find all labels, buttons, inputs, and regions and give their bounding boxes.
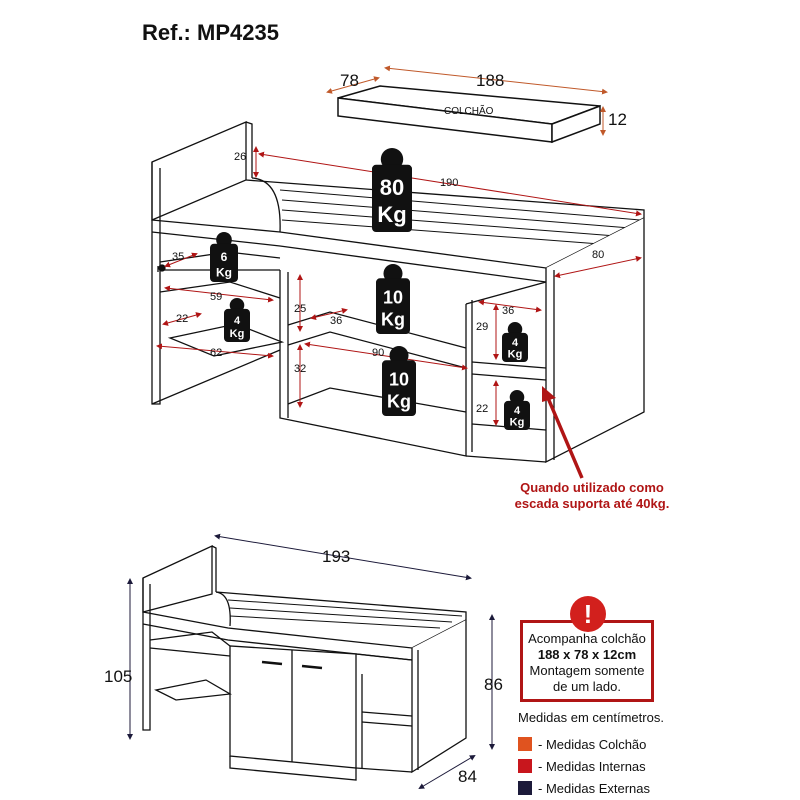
info-line4: de um lado. bbox=[553, 679, 621, 694]
legend: Medidas em centímetros. - Medidas Colchã… bbox=[518, 710, 664, 799]
dim-22-right: 22 bbox=[476, 403, 488, 415]
weight-tag-knob bbox=[380, 148, 404, 171]
weight-tag-knob bbox=[507, 322, 523, 337]
dim-35: 35 bbox=[172, 251, 184, 263]
dim-84: 84 bbox=[458, 767, 477, 786]
legend-swatch-mattress bbox=[518, 737, 532, 751]
weight-tag-value: 4 bbox=[514, 405, 521, 417]
dim-90: 90 bbox=[372, 347, 384, 359]
bed-isometric-top bbox=[151, 121, 645, 464]
weight-tag-unit: Kg bbox=[381, 310, 405, 330]
weight-tag-knob bbox=[229, 298, 245, 313]
ladder-note-line1: Quando utilizado como bbox=[520, 480, 664, 495]
weight-tag-unit: Kg bbox=[510, 417, 525, 429]
weight-tag-body bbox=[372, 164, 412, 232]
weight-tag-body bbox=[382, 360, 416, 416]
page-title: Ref.: MP4235 bbox=[142, 20, 279, 45]
dim-190: 190 bbox=[440, 177, 458, 189]
dim-36-centre: 36 bbox=[330, 315, 342, 327]
weight-tag-unit: Kg bbox=[508, 349, 523, 361]
legend-heading: Medidas em centímetros. bbox=[518, 710, 664, 725]
dim-193: 193 bbox=[322, 547, 350, 566]
dim-80: 80 bbox=[592, 249, 604, 261]
legend-label-internal: - Medidas Internas bbox=[538, 758, 646, 774]
legend-label-mattress: - Medidas Colchão bbox=[538, 736, 647, 752]
info-line2: 188 x 78 x 12cm bbox=[537, 647, 637, 662]
info-line1: Acompanha colchão bbox=[528, 631, 646, 646]
weight-tag-body bbox=[224, 308, 250, 342]
dim-26: 26 bbox=[234, 151, 246, 163]
ladder-note-line2: escada suporta até 40kg. bbox=[514, 496, 670, 511]
mattress-info-box: Acompanha colchão 188 x 78 x 12cm Montag… bbox=[520, 620, 654, 702]
bed-isometric-bottom bbox=[142, 544, 467, 781]
weight-tag-body bbox=[376, 278, 410, 334]
weight-tag-knob bbox=[509, 390, 525, 405]
weight-tag-body bbox=[502, 332, 528, 362]
dim-32: 32 bbox=[294, 363, 306, 375]
dim-25: 25 bbox=[294, 303, 306, 315]
weight-tag-value: 4 bbox=[512, 337, 519, 349]
legend-item-external: - Medidas Externas bbox=[518, 777, 664, 799]
weight-tag: 4Kg bbox=[504, 390, 530, 430]
dim-86: 86 bbox=[484, 675, 503, 694]
weight-tag-unit: Kg bbox=[230, 328, 245, 340]
weight-tag-value: 10 bbox=[389, 369, 409, 389]
legend-item-internal: - Medidas Internas bbox=[518, 755, 664, 777]
weight-tag: 6Kg bbox=[210, 232, 238, 282]
dim-29: 29 bbox=[476, 321, 488, 333]
dim-36-right: 36 bbox=[502, 305, 514, 317]
weight-tag-unit: Kg bbox=[377, 202, 406, 227]
weight-tag: 4Kg bbox=[502, 322, 528, 362]
exclamation-icon: ! bbox=[570, 596, 606, 632]
dim-62: 62 bbox=[210, 347, 222, 359]
legend-swatch-external bbox=[518, 781, 532, 795]
dim-105: 105 bbox=[104, 667, 132, 686]
dim-22-left: 22 bbox=[176, 313, 188, 325]
mattress-depth-dim: 78 bbox=[340, 71, 359, 90]
legend-item-mattress: - Medidas Colchão bbox=[518, 733, 664, 755]
legend-label-external: - Medidas Externas bbox=[538, 780, 650, 796]
legend-swatch-internal bbox=[518, 759, 532, 773]
dim-59: 59 bbox=[210, 291, 222, 303]
mattress-height-dim: 12 bbox=[608, 110, 627, 129]
mattress-length-dim: 188 bbox=[476, 71, 504, 90]
weight-tag-unit: Kg bbox=[216, 265, 232, 279]
weight-tag-body bbox=[504, 400, 530, 430]
weight-tag-body bbox=[210, 243, 238, 282]
weight-tag-value: 6 bbox=[221, 250, 228, 264]
weight-tag-value: 80 bbox=[380, 175, 404, 200]
weight-tag: 4Kg bbox=[224, 298, 250, 342]
mattress-label: COLCHÃO bbox=[444, 104, 494, 117]
weight-tag-value: 10 bbox=[383, 287, 403, 307]
ladder-note: Quando utilizado como escada suporta até… bbox=[512, 480, 672, 512]
weight-tag-unit: Kg bbox=[387, 392, 411, 412]
info-line3: Montagem somente bbox=[529, 663, 645, 678]
weight-tag-value: 4 bbox=[234, 315, 241, 327]
